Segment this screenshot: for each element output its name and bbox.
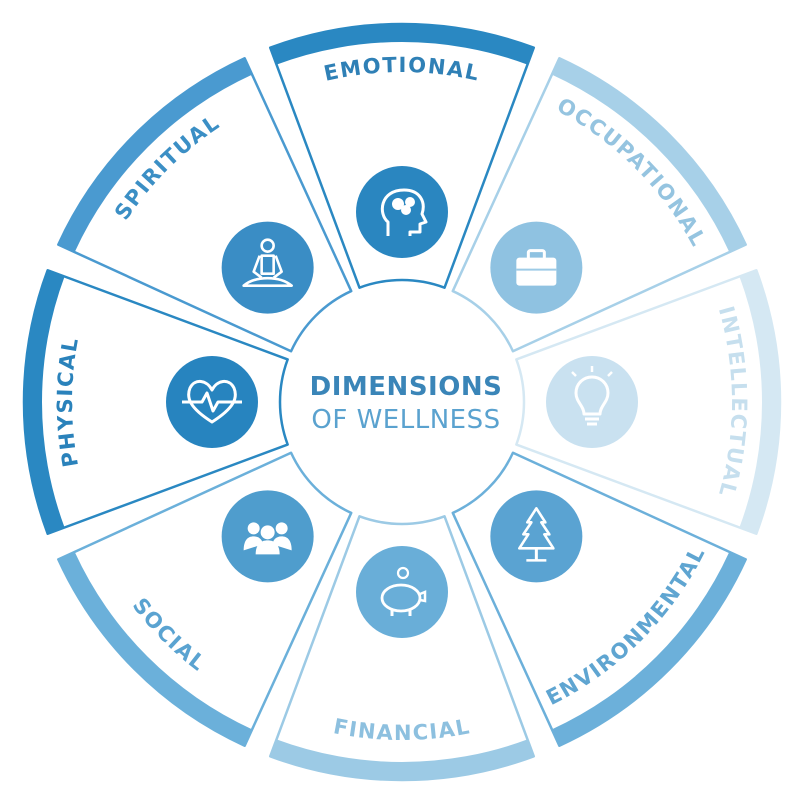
title-line-1: DIMENSIONS [309, 372, 503, 402]
title-line-2: OF WELLNESS [311, 405, 501, 435]
segment-physical-label: PHYSICAL [53, 335, 83, 469]
group-icon [243, 522, 292, 555]
segment-environmental: ENVIRONMENTAL [451, 451, 747, 747]
segment-emotional-band [270, 24, 534, 65]
head-brain-icon [380, 188, 428, 236]
segment-spiritual-icon-circle [221, 221, 314, 314]
segment-occupational: OCCUPATIONAL [451, 57, 747, 353]
segment-social: SOCIAL [57, 451, 353, 747]
segment-intellectual-band [739, 270, 780, 534]
heart-pulse-icon [182, 380, 242, 424]
segment-spiritual-band [58, 58, 253, 253]
segment-environmental-band [551, 551, 746, 746]
segment-social-band [58, 551, 253, 746]
lightbulb-icon [571, 366, 613, 426]
segment-financial-icon-circle [356, 546, 448, 638]
segment-physical-icon-circle [166, 356, 258, 448]
segment-financial: FINANCIAL [268, 515, 536, 782]
segment-intellectual-icon-circle [546, 356, 638, 448]
segment-physical-band [24, 270, 65, 534]
segment-financial-band [270, 739, 534, 780]
pine-tree-icon [518, 507, 555, 562]
segment-physical: PHYSICAL [22, 268, 289, 536]
segment-spiritual: SPIRITUAL [57, 57, 353, 353]
segment-environmental-icon-circle [490, 490, 583, 583]
meditation-icon [242, 238, 293, 287]
segment-emotional: EMOTIONAL [268, 22, 536, 289]
segment-occupational-band [551, 58, 746, 253]
piggy-bank-icon [380, 566, 427, 616]
segments-layer: EMOTIONALOCCUPATIONALINTELLECTUALENVIRON… [22, 22, 782, 782]
segment-intellectual: INTELLECTUAL [515, 268, 782, 536]
briefcase-icon [516, 249, 557, 286]
